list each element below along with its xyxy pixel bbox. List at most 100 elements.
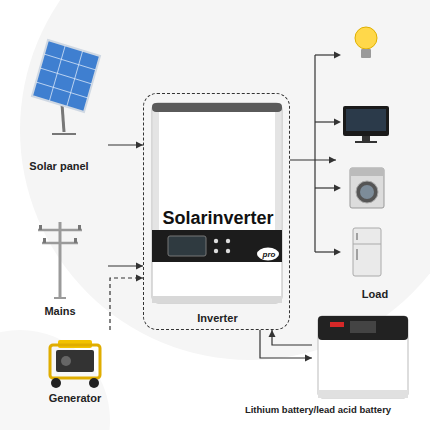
tv-icon-part xyxy=(355,141,377,143)
inverter-device-part xyxy=(226,239,230,243)
connector xyxy=(108,142,143,149)
inverter-device-part xyxy=(275,112,281,230)
solar-panel-icon-part-part xyxy=(44,54,96,70)
mains-node: Mains xyxy=(12,215,108,320)
fridge-icon-part xyxy=(353,228,381,276)
battery-icon-part xyxy=(318,316,408,398)
solar-panel-icon xyxy=(32,40,100,134)
load-bus-part xyxy=(314,55,315,252)
generator-icon-part xyxy=(50,345,100,378)
arrow-head xyxy=(136,142,143,149)
connector xyxy=(108,263,143,270)
fridge-icon-part xyxy=(356,249,358,260)
washing-machine-icon-part xyxy=(360,185,374,199)
arrow-head xyxy=(329,157,336,164)
power-pole-icon-part xyxy=(38,229,82,232)
bulb-icon-part xyxy=(361,49,371,58)
node-label: Inverter xyxy=(197,312,237,325)
load-bus-part xyxy=(334,119,341,126)
load-group: Load xyxy=(336,10,414,302)
solar-panel-node: Solar panel xyxy=(10,30,108,175)
inverter-device-part xyxy=(152,296,282,303)
battery-icon-part xyxy=(318,390,408,398)
node-label: Lithium battery/lead acid battery xyxy=(245,405,391,416)
power-pole-icon-part xyxy=(74,238,77,243)
washing-machine-icon-part xyxy=(350,168,384,208)
background-circles-part xyxy=(20,0,430,360)
power-pole-icon-part xyxy=(43,238,46,243)
node-label: Solarinverter xyxy=(162,208,273,229)
solar-panel-icon-part-part xyxy=(36,82,88,98)
power-pole-icon-part xyxy=(54,297,66,299)
solar-panel-icon-part xyxy=(36,45,96,106)
connector xyxy=(269,330,313,345)
fridge-icon-part xyxy=(356,233,358,240)
generator-icon-part xyxy=(61,356,71,366)
connector-line xyxy=(260,330,312,358)
inverter-device-part xyxy=(152,230,282,262)
load-bus-part xyxy=(334,52,341,59)
power-pole-icon-part xyxy=(39,225,42,230)
connector xyxy=(290,157,336,164)
arrow-head xyxy=(136,263,143,270)
generator-icon-part xyxy=(89,378,99,388)
load-bus-part xyxy=(315,251,335,252)
tv-icon xyxy=(343,106,389,143)
generator-node: Generator xyxy=(30,330,120,410)
load-bus-part xyxy=(315,121,335,122)
inverter-frame: Solarinverter proInverter xyxy=(143,93,290,330)
washing-machine-icon-part xyxy=(350,168,384,176)
inverter-device-part xyxy=(226,249,230,253)
generator-icon xyxy=(50,340,100,388)
inverter-device-part xyxy=(153,112,159,230)
node-label: Mains xyxy=(44,305,75,318)
solar-panel-icon-part xyxy=(32,40,100,112)
solar-panel-icon-part xyxy=(62,104,64,132)
load-bus-part xyxy=(315,187,335,188)
connector-line xyxy=(110,278,143,330)
tv-icon-part xyxy=(362,136,370,141)
arrow-head xyxy=(305,355,312,362)
inverter-device-part xyxy=(152,103,282,303)
arrow-head xyxy=(269,330,276,337)
tv-icon-part xyxy=(343,106,389,136)
load-bus xyxy=(315,52,341,256)
battery-icon-part xyxy=(330,322,344,327)
node-label: Load xyxy=(362,288,388,301)
battery-icon-part xyxy=(318,316,408,340)
power-pole-icon-part xyxy=(59,222,62,298)
tv-icon-part xyxy=(346,109,386,131)
inverter-device-part xyxy=(214,249,218,253)
fridge-icon xyxy=(353,228,381,276)
battery-node: Lithium battery/lead acid battery xyxy=(312,313,412,400)
node-label: Generator xyxy=(49,392,102,405)
solar-panel-icon-part xyxy=(52,133,76,135)
battery-icon xyxy=(318,316,408,398)
power-pole-icon-part xyxy=(42,242,78,245)
load-bus-part xyxy=(315,54,335,55)
inverter-device-part xyxy=(152,103,282,112)
connector xyxy=(260,330,312,362)
inverter-unit: Solarinverter pro xyxy=(153,104,283,304)
solar-panel-icon-part-part xyxy=(40,68,92,84)
inverter-device-part xyxy=(257,248,279,261)
washing-machine-icon xyxy=(350,168,384,208)
bulb-icon xyxy=(355,27,377,58)
load-bus-part xyxy=(334,185,341,192)
washing-machine-icon-part xyxy=(356,181,378,203)
battery-icon-part xyxy=(350,321,376,333)
connector xyxy=(110,275,143,331)
inverter-device-part xyxy=(214,239,218,243)
generator-icon-part xyxy=(56,350,94,372)
inverter-device xyxy=(152,103,282,303)
bulb-icon-part xyxy=(355,27,377,49)
arrow-head xyxy=(136,275,143,282)
power-pole-icon xyxy=(38,222,82,298)
inverter-device-part xyxy=(168,236,206,256)
node-label: Solar panel xyxy=(29,160,88,173)
fridge-icon-part xyxy=(353,244,381,245)
node-label: pro xyxy=(263,250,276,259)
